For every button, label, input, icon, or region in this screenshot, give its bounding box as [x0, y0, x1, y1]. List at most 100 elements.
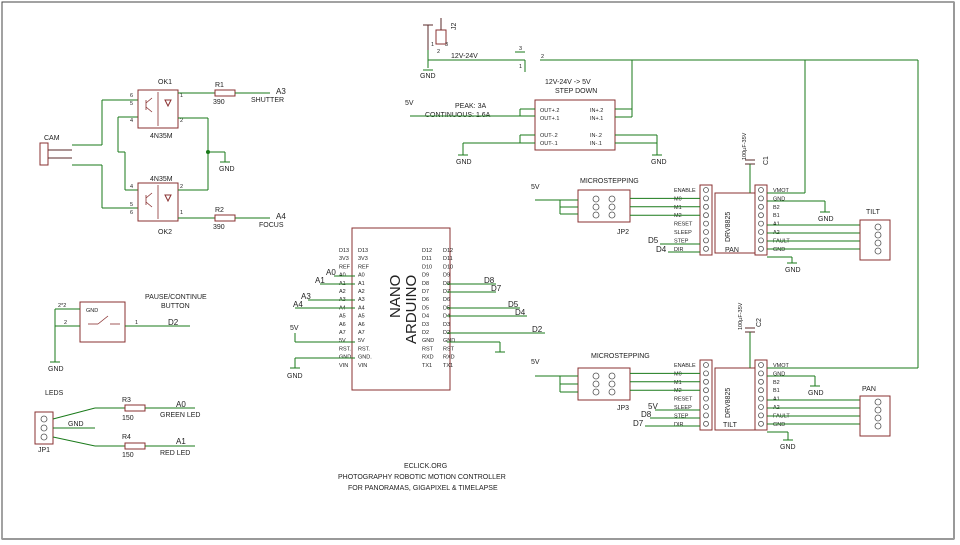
- lower-left-pin: M1: [674, 380, 682, 386]
- upper-left-socket: [703, 212, 709, 219]
- lower-net-d7: D7: [633, 419, 644, 428]
- lower-right-socket: [758, 395, 764, 402]
- upper-5v: 5V: [531, 184, 540, 191]
- upper-right-socket: [758, 212, 764, 219]
- nano-right-pin: GND: [422, 338, 434, 344]
- jumper-pin: [608, 211, 616, 219]
- nano-right-pin-outer: TX1: [443, 363, 453, 369]
- jumper-pin: [608, 388, 616, 396]
- step-down-out-3: OUT-.2: [540, 133, 558, 139]
- r2-label: R2: [215, 207, 224, 214]
- lower-left-socket: [703, 412, 709, 419]
- driver-lower: MICROSTEPPING JP3 5V ENABLEM0M1M2RESETSL…: [531, 302, 918, 451]
- nano-right-pin-outer: RST: [443, 346, 455, 352]
- svg-text:4: 4: [130, 184, 133, 190]
- nano-right-pin: RXD: [422, 355, 434, 361]
- green-led-label: GREEN LED: [160, 412, 200, 419]
- svg-text:GND: GND: [456, 159, 472, 166]
- lower-right-pin: B2: [773, 380, 780, 386]
- upper-left-pin: RESET: [674, 222, 693, 228]
- nano-left-pin: 3V3: [358, 256, 368, 262]
- nano-net-d2: D2: [532, 325, 543, 334]
- nano-left-pin: A1: [358, 281, 365, 287]
- button-gnd: GND: [48, 366, 64, 373]
- lower-left-socket: [703, 378, 709, 385]
- upper-left-pin: DIR: [674, 247, 684, 253]
- nano-right-pin-outer: D2: [443, 330, 450, 336]
- lower-net-5v: 5V: [648, 402, 658, 411]
- nano-left-pin-outer: RST.: [339, 346, 351, 352]
- nano-right-pin-outer: D5: [443, 305, 450, 311]
- step-down-out-4: OUT-.1: [540, 141, 558, 147]
- lower-right-socket: [758, 370, 764, 377]
- nano-left-pin-outer: D13: [339, 248, 349, 254]
- lower-right-pin: B1: [773, 388, 780, 394]
- nano-left-pin: A3: [358, 297, 365, 303]
- shutter-label: SHUTTER: [251, 97, 284, 104]
- nano-net-a3: A3: [301, 292, 311, 301]
- nano-left-pin-outer: A5: [339, 314, 346, 320]
- step-down-in-4: IN-.1: [590, 141, 602, 147]
- nano-left-pin: 5V: [358, 338, 365, 344]
- lower-left-pin: SLEEP: [674, 405, 692, 411]
- upper-right-socket: [758, 220, 764, 227]
- nano-right-pin: D12: [422, 248, 432, 254]
- nano-right-pin: RST: [422, 346, 434, 352]
- button-title-1: PAUSE/CONTINUE: [145, 294, 207, 301]
- nano-left-pin-outer: REF: [339, 264, 351, 270]
- lower-left-socket: [703, 420, 709, 427]
- jumper-pin: [608, 380, 616, 388]
- button-title-2: BUTTON: [161, 303, 190, 310]
- ok1-part: 4N35M: [150, 133, 173, 140]
- svg-text:2: 2: [180, 118, 183, 124]
- svg-text:2: 2: [64, 320, 67, 326]
- nano-left-pin-outer: 3V3: [339, 256, 349, 262]
- nano-right-pin: D5: [422, 305, 429, 311]
- jumper-pin: [608, 195, 616, 203]
- nano-right-pin-outer: D7: [443, 289, 450, 295]
- footer-line-1: PHOTOGRAPHY ROBOTIC MOTION CONTROLLER: [338, 474, 506, 481]
- lower-left-pin: M2: [674, 388, 682, 394]
- svg-text:1: 1: [180, 93, 183, 99]
- jumper-pin: [592, 388, 600, 396]
- lower-cap: 100µF-35V: [738, 302, 744, 330]
- upper-chip-name: PAN: [725, 247, 739, 254]
- r4-value: 150: [122, 452, 134, 459]
- jumper-pin: [592, 380, 600, 388]
- footer-site: ECLICK.ORG: [404, 463, 447, 470]
- upper-left-socket: [703, 195, 709, 202]
- nano-net-d4: D4: [515, 308, 526, 317]
- nano-net-a1: A1: [315, 276, 325, 285]
- nano-title-2: ARDUINO: [403, 275, 420, 344]
- upper-right-pin: VMOT: [773, 188, 790, 194]
- upper-right-socket: [758, 237, 764, 244]
- nano-right-pin-outer: GND: [443, 338, 455, 344]
- nano-left-pin: RST.: [358, 346, 370, 352]
- nano-right-pin: D6: [422, 297, 429, 303]
- svg-text:1: 1: [180, 210, 183, 216]
- upper-gnd-1: GND: [818, 216, 834, 223]
- nano-net-a0: A0: [326, 268, 336, 277]
- upper-left-pin: ENABLE: [674, 188, 696, 194]
- upper-left-pin: M2: [674, 213, 682, 219]
- nano-left-pin: VIN: [358, 363, 367, 369]
- lower-right-pin: GND: [773, 422, 785, 428]
- lower-left-socket: [703, 370, 709, 377]
- lower-right-socket: [758, 404, 764, 410]
- jp2-label: JP2: [617, 229, 629, 236]
- lower-5v-top: 5V: [531, 359, 540, 366]
- step-down-out-2: OUT+.1: [540, 116, 559, 122]
- lower-right-pin: GND: [773, 371, 785, 377]
- power-jack-j2: J2 1 2 3 12V-24V GND 3 2 1: [420, 18, 919, 368]
- lower-gnd-1: GND: [808, 390, 824, 397]
- nano-right-pin-outer: RXD: [443, 355, 455, 361]
- r4-label: R4: [122, 434, 131, 441]
- a3-net: A3: [276, 87, 286, 96]
- upper-right-socket: [758, 245, 764, 252]
- leds-block: LEDS JP1 GND R3 150 R4 150 A0 A1 GREEN L…: [34, 390, 200, 459]
- lower-right-pin: VMOT: [773, 363, 790, 369]
- nano-left-pin: GND.: [358, 355, 372, 361]
- upper-right-socket: [758, 195, 764, 202]
- upper-left-socket: [703, 203, 709, 210]
